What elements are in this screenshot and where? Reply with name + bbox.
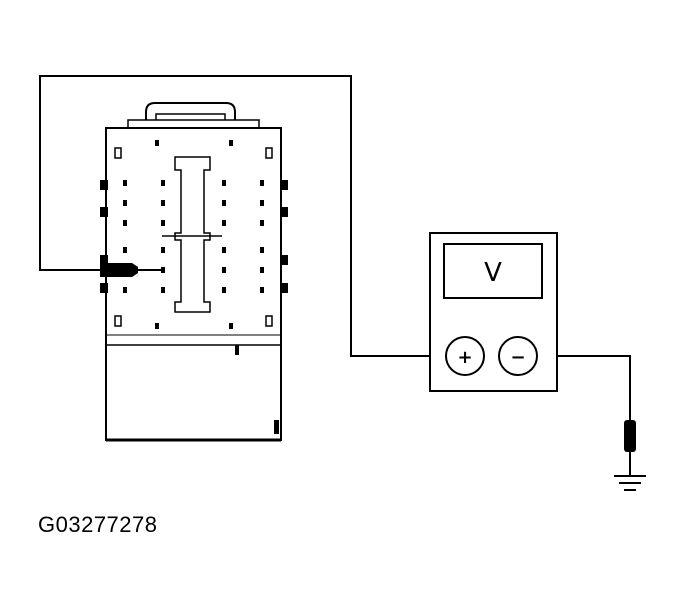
positive-terminal	[445, 336, 485, 376]
ground-lead-wire	[538, 355, 631, 420]
test-lead-wire	[39, 75, 445, 357]
voltmeter: V + −	[429, 232, 558, 392]
ground-symbol-icon	[614, 420, 646, 491]
positive-terminal-label: +	[457, 347, 472, 368]
figure-id-label: G03277278	[38, 512, 158, 537]
negative-terminal-label: −	[510, 347, 525, 368]
test-probe-icon	[100, 263, 163, 277]
multi-pin-connector-icon	[100, 102, 288, 442]
negative-terminal	[498, 336, 538, 376]
voltmeter-unit-label: V	[484, 258, 502, 288]
